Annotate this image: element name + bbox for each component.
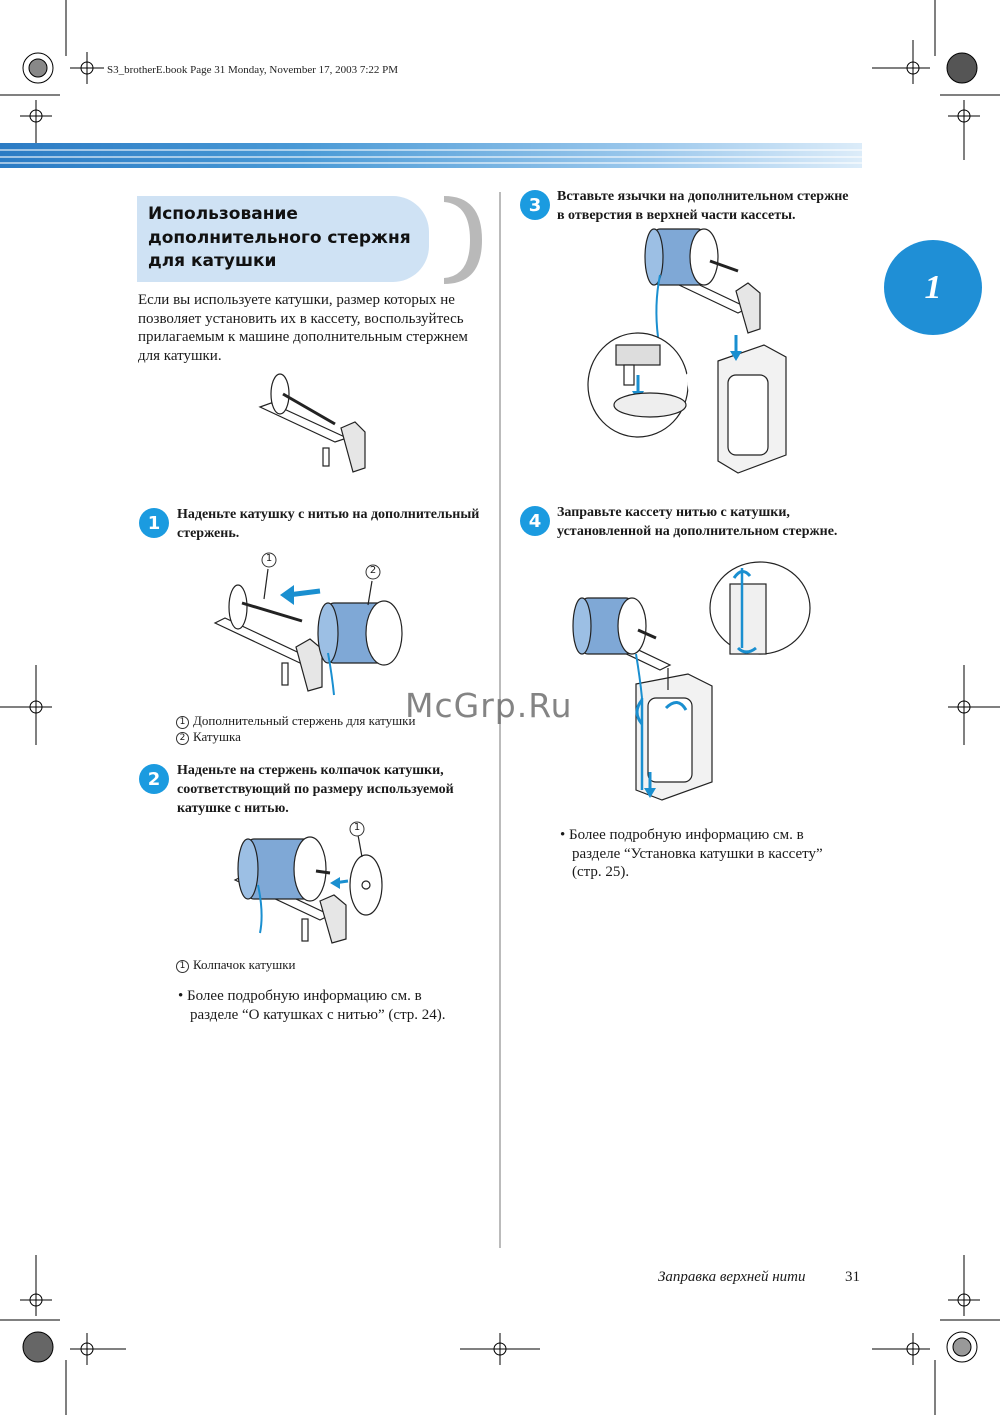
step-1-text: Наденьте катушку с нитью на дополнительн… <box>177 505 497 543</box>
left-note: • Более подробную информацию см. в разде… <box>178 987 488 1024</box>
step-text-line: в отверстия в верхней части кассеты. <box>557 208 796 223</box>
callout-circle <box>261 552 277 568</box>
step-4-text: Заправьте кассету нитью с катушки, устан… <box>557 503 867 541</box>
step-text-line: Наденьте на стержень колпачок катушки, <box>177 763 444 778</box>
step-text-line: катушке с нитью. <box>177 801 289 816</box>
note-text: разделе “О катушках с нитью” (стр. 24). <box>190 1006 446 1023</box>
footer-section-title: Заправка верхней нити <box>658 1269 806 1285</box>
section-title: Использование дополнительного стержня дл… <box>148 203 438 274</box>
callout-circle <box>349 821 365 837</box>
caption-text: Катушка <box>193 729 241 744</box>
intro-paragraph: Если вы используете катушки, размер кото… <box>138 292 468 364</box>
callout-label: 2 <box>369 565 377 576</box>
note-text: Более подробную информацию см. в <box>569 827 804 843</box>
step-1-badge: 1 <box>139 508 169 538</box>
caption-item: 2 Катушка <box>176 729 476 745</box>
step-text-line: Наденьте катушку с нитью на дополнительн… <box>177 507 480 522</box>
bullet-icon: • <box>178 988 188 1004</box>
caption-text: Дополнительный стержень для катушки <box>193 713 416 728</box>
print-info: S3_brotherE.book Page 31 Monday, Novembe… <box>107 64 399 76</box>
note-text: Более подробную информацию см. в <box>187 988 422 1004</box>
right-note: • Более подробную информацию см. в разде… <box>560 826 860 882</box>
step-4-badge: 4 <box>520 506 550 536</box>
caption-item: 1 Дополнительный стержень для катушки <box>176 713 476 729</box>
header-band <box>0 143 862 168</box>
step-text-line: Вставьте язычки на дополнительном стержн… <box>557 189 849 204</box>
spool-pin-illustration <box>258 373 366 473</box>
section-title-line: Использование <box>148 204 298 224</box>
note-line: • Более подробную информацию см. в <box>178 987 488 1006</box>
note-line: • Более подробную информацию см. в <box>560 826 860 845</box>
caption-text: Колпачок катушки <box>193 957 296 972</box>
step-text-line: соответствующий по размеру используемой <box>177 782 454 797</box>
callout-label: 1 <box>353 822 361 833</box>
callout-label: 1 <box>265 553 273 564</box>
step-2-badge: 2 <box>139 764 169 794</box>
step-2-captions: 1 Колпачок катушки <box>176 957 476 973</box>
section-title-line: для катушки <box>148 251 277 271</box>
caption-number: 2 <box>176 732 189 745</box>
section-title-line: дополнительного стержня <box>148 227 411 248</box>
title-bracket-decoration <box>444 196 482 284</box>
step-text-line: стержень. <box>177 526 240 541</box>
caption-number: 1 <box>176 960 189 973</box>
chapter-number-badge: 1 <box>884 240 982 335</box>
step-3-text: Вставьте язычки на дополнительном стержн… <box>557 187 867 225</box>
step-2-text: Наденьте на стержень колпачок катушки, с… <box>177 761 497 818</box>
bullet-icon: • <box>560 827 570 843</box>
step-text-line: установленной на дополнительном стержне. <box>557 524 838 539</box>
caption-number: 1 <box>176 716 189 729</box>
step-3-badge: 3 <box>520 190 550 220</box>
note-text: (стр. 25). <box>572 864 630 880</box>
callout-circle <box>365 564 381 580</box>
insert-tabs-illustration <box>587 228 787 474</box>
step-text-line: Заправьте кассету нитью с катушки, <box>557 505 790 520</box>
section-title-box <box>137 196 429 282</box>
step-1-captions: 1 Дополнительный стержень для катушки 2 Ка… <box>176 713 476 745</box>
column-divider <box>499 192 501 1248</box>
thread-cassette-illustration <box>572 561 811 801</box>
spool-onto-pin-illustration <box>213 568 403 696</box>
watermark: McGrp.Ru <box>405 686 573 725</box>
spool-cap-illustration <box>233 834 383 944</box>
page-number: 31 <box>845 1269 860 1285</box>
caption-item: 1 Колпачок катушки <box>176 957 476 973</box>
note-text: разделе “Установка катушки в кассету” <box>572 845 823 862</box>
